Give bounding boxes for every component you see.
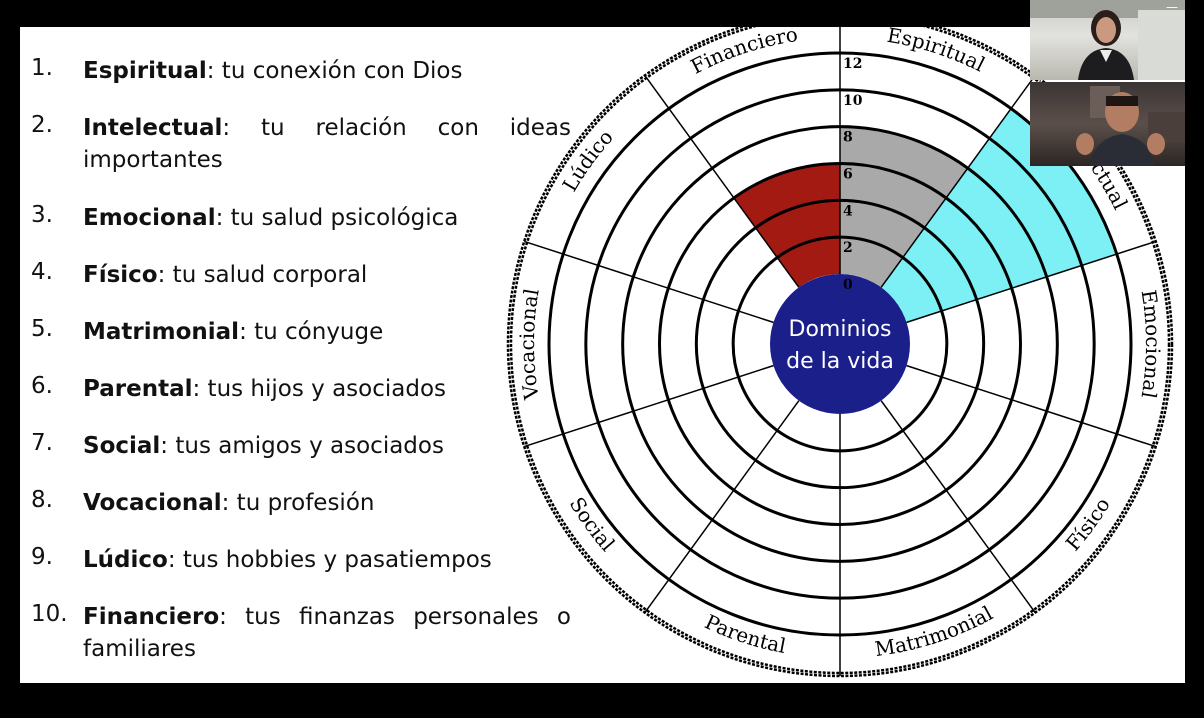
scale-label: 8 bbox=[843, 130, 853, 146]
participant-silhouette-icon bbox=[1076, 86, 1185, 166]
sector-divider bbox=[880, 400, 1036, 614]
scale-label: 6 bbox=[843, 167, 853, 183]
list-number: 7. bbox=[31, 430, 53, 456]
sector-divider bbox=[524, 240, 774, 324]
list-item: 2. Intelectual: tu relación con ideas imp… bbox=[31, 112, 571, 202]
sector-label: Emocional bbox=[1136, 288, 1165, 400]
list-item: 9. Lúdico: tus hobbies y pasatiempos bbox=[31, 544, 571, 601]
wheel-center-label: de la vida bbox=[786, 349, 894, 374]
list-desc: : tu salud corporal bbox=[157, 262, 368, 288]
sector-label: Vocacional bbox=[515, 287, 544, 402]
list-item: 7. Social: tus amigos y asociados bbox=[31, 430, 571, 487]
list-number: 8. bbox=[31, 487, 53, 513]
domains-list: 1. Espiritual: tu conexión con Dios 2. Int… bbox=[31, 55, 571, 671]
wheel-center-label: Dominios bbox=[789, 317, 892, 342]
scale-label: 0 bbox=[843, 277, 853, 293]
list-number: 10. bbox=[31, 601, 68, 627]
scale-label: 12 bbox=[843, 56, 862, 72]
sector-label: Lúdico bbox=[557, 125, 617, 196]
list-item: 3. Emocional: tu salud psicológica bbox=[31, 202, 571, 259]
list-term: Matrimonial bbox=[83, 319, 240, 345]
sector-divider bbox=[906, 240, 1156, 324]
scale-label: 4 bbox=[843, 203, 853, 219]
list-item: 8. Vocacional: tu profesión bbox=[31, 487, 571, 544]
list-term: Emocional bbox=[83, 205, 216, 231]
wheel-center bbox=[770, 274, 910, 414]
list-desc: : tus hobbies y pasatiempos bbox=[167, 547, 492, 573]
minimize-icon[interactable]: — bbox=[1166, 0, 1178, 14]
sector-divider bbox=[524, 364, 774, 448]
list-term: Vocacional bbox=[83, 490, 222, 516]
list-number: 5. bbox=[31, 316, 53, 342]
list-term: Intelectual bbox=[83, 115, 223, 141]
wheel-outer-border bbox=[509, 27, 1171, 675]
sector-divider bbox=[644, 74, 800, 288]
list-term: Financiero bbox=[83, 604, 220, 630]
list-desc: : tu conexión con Dios bbox=[206, 58, 463, 84]
list-desc: : tu cónyuge bbox=[239, 319, 384, 345]
list-number: 4. bbox=[31, 259, 53, 285]
list-item: 10. Financiero: tus finanzas personales o… bbox=[31, 601, 571, 671]
participant-video-2[interactable] bbox=[1030, 82, 1185, 166]
presentation-slide: 1. Espiritual: tu conexión con Dios 2. Int… bbox=[20, 27, 1185, 683]
participant-silhouette-icon bbox=[1030, 0, 1185, 80]
list-item: 4. Físico: tu salud corporal bbox=[31, 259, 571, 316]
list-number: 3. bbox=[31, 202, 53, 228]
list-term: Lúdico bbox=[83, 547, 168, 573]
list-term: Social bbox=[83, 433, 161, 459]
participant-video-1[interactable] bbox=[1030, 0, 1185, 80]
list-desc: : tus amigos y asociados bbox=[160, 433, 444, 459]
list-desc: : tu profesión bbox=[221, 490, 375, 516]
list-desc: : tus hijos y asociados bbox=[192, 376, 447, 402]
list-item: 5. Matrimonial: tu cónyuge bbox=[31, 316, 571, 373]
list-number: 2. bbox=[31, 112, 53, 138]
list-desc: : tu salud psicológica bbox=[215, 205, 459, 231]
list-desc: : tu relación con ideas importantes bbox=[83, 115, 571, 173]
list-term: Espiritual bbox=[83, 58, 207, 84]
filled-sector-financiero bbox=[733, 163, 840, 288]
wheel-outer-border bbox=[506, 27, 1174, 678]
list-item: 6. Parental: tus hijos y asociados bbox=[31, 373, 571, 430]
list-term: Físico bbox=[83, 262, 158, 288]
list-desc: : tus finanzas personales o familiares bbox=[83, 604, 571, 662]
sector-divider bbox=[644, 400, 800, 614]
scale-label: 2 bbox=[843, 240, 853, 256]
list-item: 1. Espiritual: tu conexión con Dios bbox=[31, 55, 571, 112]
list-number: 6. bbox=[31, 373, 53, 399]
sector-divider bbox=[906, 364, 1156, 448]
list-term: Parental bbox=[83, 376, 193, 402]
sector-divider bbox=[880, 74, 1036, 288]
list-number: 1. bbox=[31, 55, 53, 81]
scale-label: 10 bbox=[843, 93, 863, 109]
life-domains-wheel: EspiritualIntelectualEmocionalFísicoMatr… bbox=[506, 27, 1174, 678]
list-number: 9. bbox=[31, 544, 53, 570]
